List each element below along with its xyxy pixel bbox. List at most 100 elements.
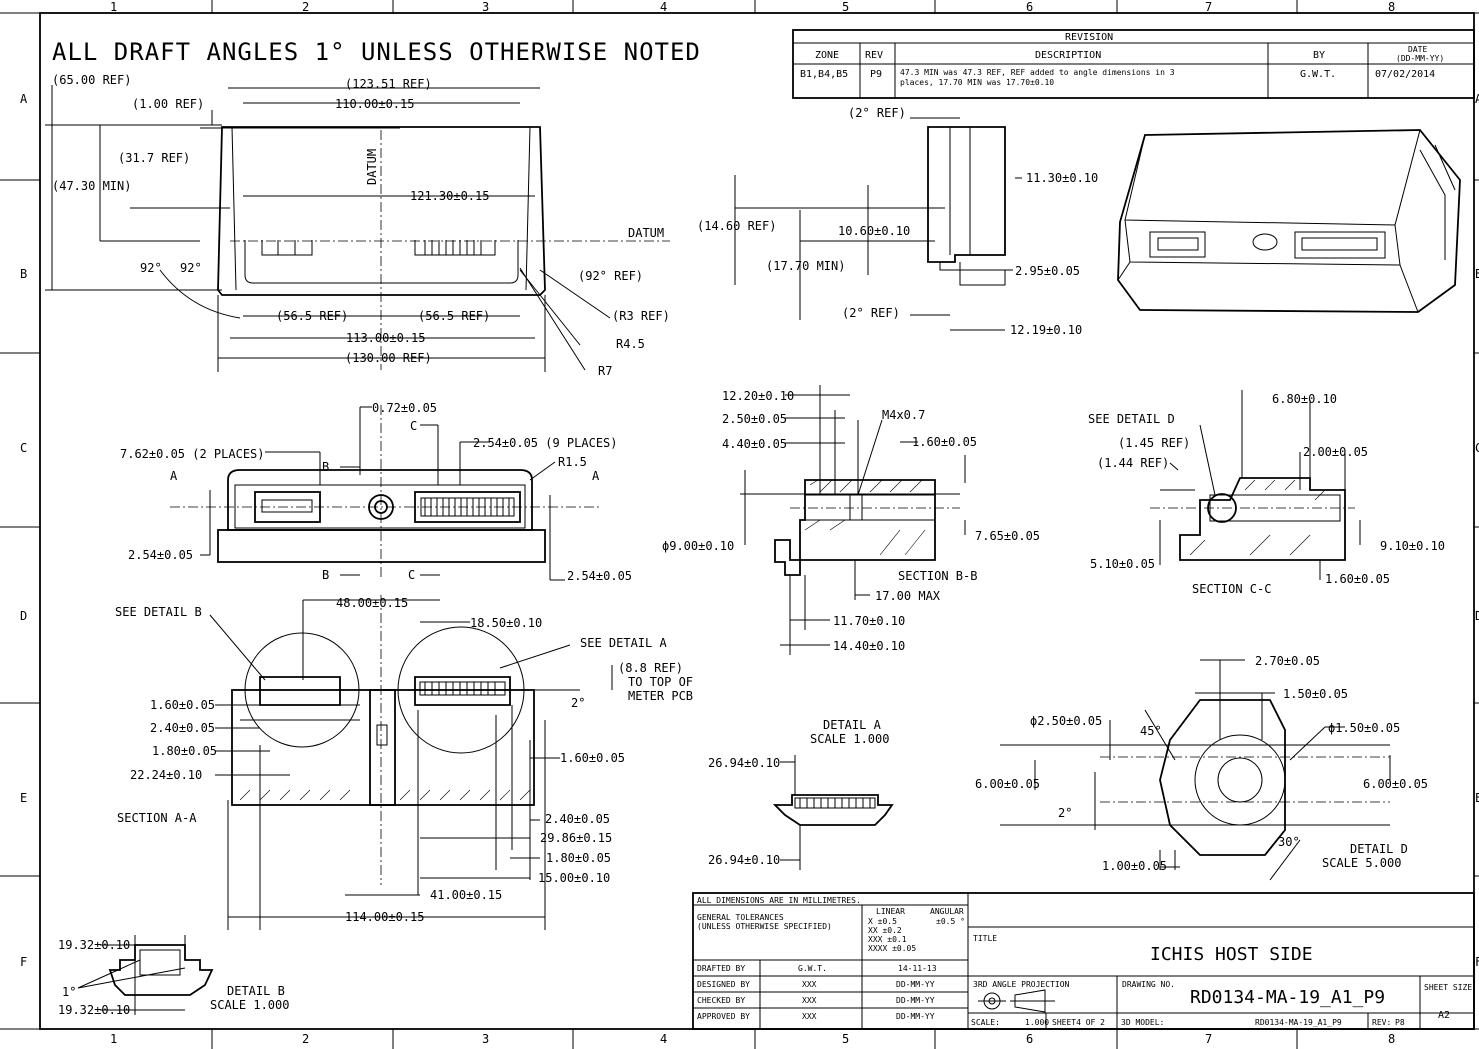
revision-by: G.W.T. [1300, 69, 1336, 80]
bb-dim-11-70: 11.70±0.10 [833, 614, 905, 628]
revision-desc-1: 47.3 MIN was 47.3 REF, REF added to angl… [900, 68, 1175, 77]
revision-col-desc: DESCRIPTION [1035, 50, 1101, 61]
side-dim-14-60: (14.60 REF) [697, 219, 776, 233]
tb-rev-label: REV: [1372, 1018, 1391, 1027]
side-view: (2° REF) 11.30±0.10 (14.60 REF) 10.60±0.… [697, 106, 1098, 337]
tb-projection: 3RD ANGLE PROJECTION [973, 980, 1070, 989]
section-bb: 12.20±0.10 2.50±0.05 M4x0.7 4.40±0.05 1.… [662, 385, 1040, 655]
cc-dim-1-60: 1.60±0.05 [1325, 572, 1390, 586]
aa-dim-48: 48.00±0.15 [336, 596, 408, 610]
detail-d-dim-2-70: 2.70±0.05 [1255, 654, 1320, 668]
aa-note-meter-pcb: METER PCB [628, 689, 693, 703]
tb-row-date-3: DD-MM-YY [896, 1012, 935, 1021]
tb-row-date-1: DD-MM-YY [896, 980, 935, 989]
aa-title: SECTION A-A [117, 811, 197, 825]
draft-angle-note: ALL DRAFT ANGLES 1° UNLESS OTHERWISE NOT… [52, 38, 701, 66]
projection-symbol-icon [978, 989, 1055, 1013]
tb-scale: 1.000 [1025, 1018, 1049, 1027]
revision-title: REVISION [1065, 32, 1113, 43]
bb-dim-1-60: 1.60±0.05 [912, 435, 977, 449]
end-dim-0-72: 0.72±0.05 [372, 401, 437, 415]
front-dim-121-30: 121.30±0.15 [410, 189, 489, 203]
zone-col-6b: 6 [1026, 1032, 1033, 1046]
zone-col-5: 5 [842, 0, 849, 14]
front-angle-92a: 92° [140, 261, 162, 275]
revision-date: 07/02/2014 [1375, 69, 1435, 80]
aa-dim-2-40-left: 2.40±0.05 [150, 721, 215, 735]
cc-dim-2-00: 2.00±0.05 [1303, 445, 1368, 459]
aa-dim-2deg: 2° [571, 696, 585, 710]
tb-tol-xxx: XXX ±0.1 [868, 935, 907, 944]
aa-dim-1-80-left: 1.80±0.05 [152, 744, 217, 758]
end-section-c-top: C [410, 419, 417, 433]
bb-title: SECTION B-B [898, 569, 977, 583]
end-dim-2-54-9places: 2.54±0.05 (9 PLACES) [473, 436, 618, 450]
aa-dim-41-00: 41.00±0.15 [430, 888, 502, 902]
tb-angular-label: ANGULAR [930, 907, 964, 916]
end-section-c-bottom: C [408, 568, 415, 582]
front-dim-56-5-right: (56.5 REF) [418, 309, 490, 323]
tb-row-role-1: DESIGNED BY [697, 980, 750, 989]
zone-col-6: 6 [1026, 0, 1033, 14]
zone-col-2: 2 [302, 0, 309, 14]
tb-title-label: TITLE [973, 934, 997, 943]
detail-b-scale: SCALE 1.000 [210, 998, 289, 1012]
aa-dim-15-00: 15.00±0.10 [538, 871, 610, 885]
front-datum-vert: DATUM [365, 149, 379, 185]
tb-row-date-0: 14-11-13 [898, 964, 937, 973]
zone-col-4b: 4 [660, 1032, 667, 1046]
aa-dim-8-8: (8.8 REF) [618, 661, 683, 675]
revision-zone: B1,B4,B5 [800, 69, 848, 80]
bb-dim-dia-9: ϕ9.00±0.10 [662, 539, 734, 553]
front-dim-130: (130.00 REF) [345, 351, 432, 365]
end-section-b-bottom: B [322, 568, 329, 582]
tb-row-date-2: DD-MM-YY [896, 996, 935, 1005]
tb-scale-label: SCALE: [971, 1018, 1000, 1027]
end-dim-2-54-right: 2.54±0.05 [567, 569, 632, 583]
tb-tol-label-1: GENERAL TOLERANCES [697, 913, 784, 922]
zone-col-5b: 5 [842, 1032, 849, 1046]
aa-dim-1-80-right: 1.80±0.05 [546, 851, 611, 865]
detail-d-scale: SCALE 5.000 [1322, 856, 1401, 870]
tb-row-role-0: DRAFTED BY [697, 964, 745, 973]
detail-a-dim-bottom: 26.94±0.10 [708, 853, 780, 867]
tb-sheet-size: A2 [1438, 1010, 1450, 1021]
zone-col-3b: 3 [482, 1032, 489, 1046]
aa-dim-22-24: 22.24±0.10 [130, 768, 202, 782]
front-dim-1-ref: (1.00 REF) [132, 97, 204, 111]
aa-dim-1-60-right: 1.60±0.05 [560, 751, 625, 765]
end-dim-2-54-left: 2.54±0.05 [128, 548, 193, 562]
zone-row-a: A [20, 92, 28, 106]
front-dim-110: 110.00±0.15 [335, 97, 414, 111]
aa-dim-29-86: 29.86±0.15 [540, 831, 612, 845]
detail-a-title: DETAIL A [823, 718, 882, 732]
revision-col-date-fmt: (DD-MM-YY) [1396, 54, 1444, 63]
front-dim-56-5-left: (56.5 REF) [276, 309, 348, 323]
detail-a-scale: SCALE 1.000 [810, 732, 889, 746]
aa-note-top-of: TO TOP OF [628, 675, 693, 689]
tb-row-who-3: XXX [802, 1012, 817, 1021]
end-dim-7-62: 7.62±0.05 (2 PLACES) [120, 447, 265, 461]
detail-b-title: DETAIL B [227, 984, 285, 998]
cc-see-detail-d: SEE DETAIL D [1088, 412, 1175, 426]
revision-col-zone: ZONE [815, 50, 839, 61]
front-dim-65: (65.00 REF) [52, 73, 131, 87]
detail-d-dim-45: 45° [1140, 724, 1162, 738]
tb-sheet: SHEET4 OF 2 [1052, 1018, 1105, 1027]
tb-tol-xx: XX ±0.2 [868, 926, 902, 935]
aa-dim-2-40-right: 2.40±0.05 [545, 812, 610, 826]
zone-row-c-r: C [1475, 441, 1479, 455]
zone-row-b-r: B [1475, 267, 1479, 281]
revision-col-rev: REV [865, 50, 883, 61]
detail-d-dim-6-00-right: 6.00±0.05 [1363, 777, 1428, 791]
bb-dim-2-50: 2.50±0.05 [722, 412, 787, 426]
bb-dim-17-00: 17.00 MAX [875, 589, 941, 603]
tb-tol-angular: ±0.5 ° [936, 917, 965, 926]
detail-d-title: DETAIL D [1350, 842, 1408, 856]
revision-rev: P9 [870, 69, 882, 80]
title-block: ALL DIMENSIONS ARE IN MILLIMETRES. GENER… [692, 892, 1475, 1030]
zone-row-d-r: D [1475, 609, 1479, 623]
tb-model: RD0134-MA-19_A1_P9 [1255, 1018, 1342, 1027]
detail-d-dim-2deg: 2° [1058, 806, 1072, 820]
detail-b-dim-top: 19.32±0.10 [58, 938, 130, 952]
